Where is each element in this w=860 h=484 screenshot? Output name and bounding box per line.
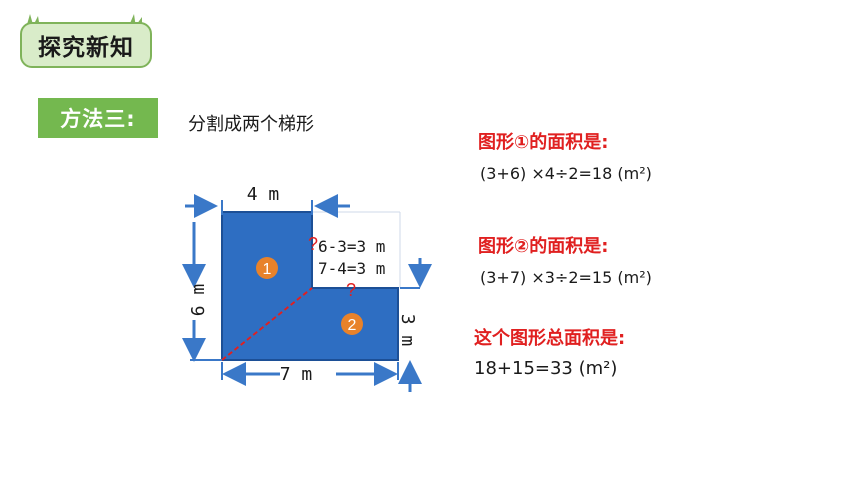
question-mark-2: ? bbox=[346, 280, 356, 300]
left-height-label: 6 m bbox=[188, 284, 209, 317]
calc-line-1: 6-3=3 m bbox=[318, 237, 385, 256]
shape-2-marker bbox=[341, 313, 363, 335]
total-title: 这个图形总面积是: bbox=[474, 328, 626, 349]
bottom-width-label: 7 m bbox=[280, 364, 313, 385]
shape2-formula: (3+7) ×3÷2=15 (m²) bbox=[480, 268, 652, 287]
badge-title: 探究新知 bbox=[20, 22, 152, 68]
method-description: 分割成两个梯形 bbox=[188, 114, 314, 135]
right-height-label: 3 m bbox=[397, 314, 418, 347]
method-label: 方法三: bbox=[38, 98, 158, 138]
total-formula: 18+15=33 (m²) bbox=[474, 358, 618, 379]
shape1-formula: (3+6) ×4÷2=18 (m²) bbox=[480, 164, 652, 183]
section-badge: 探究新知 bbox=[20, 12, 152, 74]
split-line bbox=[221, 287, 313, 361]
shape-1-number: 1 bbox=[263, 261, 272, 278]
shape2-title: 图形②的面积是: bbox=[478, 236, 609, 257]
question-mark-1: ? bbox=[308, 234, 318, 254]
shape-1-marker bbox=[256, 257, 278, 279]
top-width-label: 4 m bbox=[247, 184, 280, 205]
shape1-title: 图形①的面积是: bbox=[478, 132, 609, 153]
calc-line-2: 7-4=3 m bbox=[318, 259, 385, 278]
shape-2-number: 2 bbox=[348, 317, 357, 334]
